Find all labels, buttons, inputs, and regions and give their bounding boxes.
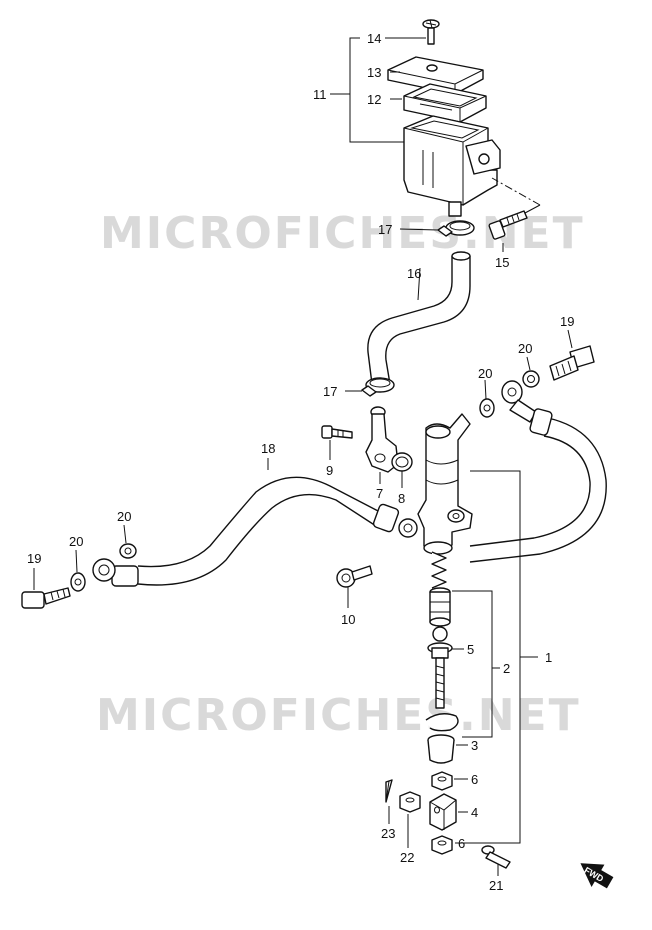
callout-22: 22 bbox=[400, 850, 414, 865]
callout-3: 3 bbox=[471, 738, 478, 753]
bolt-9 bbox=[321, 425, 353, 439]
bracket-2 bbox=[452, 590, 493, 738]
callout-23: 23 bbox=[381, 826, 395, 841]
callout-1: 1 bbox=[545, 650, 552, 665]
callout-20-left-a: 20 bbox=[117, 509, 131, 524]
hose-clamp-17-upper bbox=[437, 220, 475, 237]
union-bolt-19-left bbox=[21, 587, 71, 609]
callout-11: 11 bbox=[313, 87, 327, 102]
callout-6-lower: 6 bbox=[458, 836, 465, 851]
callout-7: 7 bbox=[376, 486, 383, 501]
callout-17-lower: 17 bbox=[323, 384, 337, 399]
callout-17-upper: 17 bbox=[378, 222, 392, 237]
washer-20-right-a bbox=[522, 370, 540, 388]
callout-16: 16 bbox=[407, 266, 421, 281]
nut-6-lower bbox=[431, 835, 453, 855]
callout-12: 12 bbox=[367, 92, 381, 107]
piston-spring bbox=[431, 551, 447, 589]
callout-19-left: 19 bbox=[27, 551, 41, 566]
washer-20-left-b bbox=[70, 572, 86, 592]
nut-22 bbox=[399, 791, 421, 813]
circlip bbox=[425, 713, 459, 732]
callout-15: 15 bbox=[495, 255, 509, 270]
callout-19-right: 19 bbox=[560, 314, 574, 329]
callout-6-upper: 6 bbox=[471, 772, 478, 787]
bolt-15-axis bbox=[491, 177, 541, 206]
callout-labels: 14 13 12 11 17 15 16 19 20 20 17 18 9 7 … bbox=[27, 31, 574, 893]
callout-14: 14 bbox=[367, 31, 381, 46]
push-rod-5 bbox=[427, 626, 453, 709]
bolt-10 bbox=[336, 565, 373, 588]
cotter-pin-23 bbox=[385, 779, 393, 803]
callout-8: 8 bbox=[398, 491, 405, 506]
clevis-4 bbox=[429, 793, 457, 831]
watermark-bottom: MICROFICHES.NET bbox=[96, 690, 581, 741]
callout-2: 2 bbox=[503, 661, 510, 676]
callout-5: 5 bbox=[467, 642, 474, 657]
callout-10: 10 bbox=[341, 612, 355, 627]
brake-hose-right bbox=[469, 417, 607, 563]
callout-13: 13 bbox=[367, 65, 381, 80]
o-ring-8 bbox=[391, 452, 413, 472]
callout-9: 9 bbox=[326, 463, 333, 478]
callout-4: 4 bbox=[471, 805, 478, 820]
banjo-fitting-right bbox=[501, 380, 537, 423]
reservoir-screw-14 bbox=[422, 19, 440, 45]
washer-20-right-b bbox=[479, 398, 495, 418]
banjo-fitting-left bbox=[92, 558, 139, 587]
hose-clamp-17-lower bbox=[361, 377, 395, 397]
boot-3 bbox=[427, 734, 455, 764]
fwd-arrow-icon: FWD bbox=[580, 863, 614, 889]
clevis-pin-21 bbox=[481, 845, 511, 869]
callout-20-right-a: 20 bbox=[518, 341, 532, 356]
union-bolt-19-right bbox=[549, 345, 595, 381]
hose-18-fitting-right bbox=[372, 503, 418, 538]
brake-hose-18 bbox=[137, 476, 381, 568]
callout-20-right-b: 20 bbox=[478, 366, 492, 381]
bracket-11 bbox=[349, 37, 404, 143]
nut-6-upper bbox=[431, 771, 453, 791]
reservoir-body-11 bbox=[403, 115, 501, 217]
piston-2 bbox=[429, 587, 451, 627]
reservoir-diaphragm-12 bbox=[403, 83, 487, 123]
reservoir-bolt-15 bbox=[488, 210, 528, 240]
inlet-fitting-7 bbox=[365, 406, 399, 473]
master-cylinder-body-1 bbox=[417, 413, 473, 555]
washer-20-left-a bbox=[119, 543, 137, 559]
reservoir-hose-16 bbox=[367, 256, 453, 385]
callout-20-left-b: 20 bbox=[69, 534, 83, 549]
callout-21: 21 bbox=[489, 878, 503, 893]
callout-18: 18 bbox=[261, 441, 275, 456]
